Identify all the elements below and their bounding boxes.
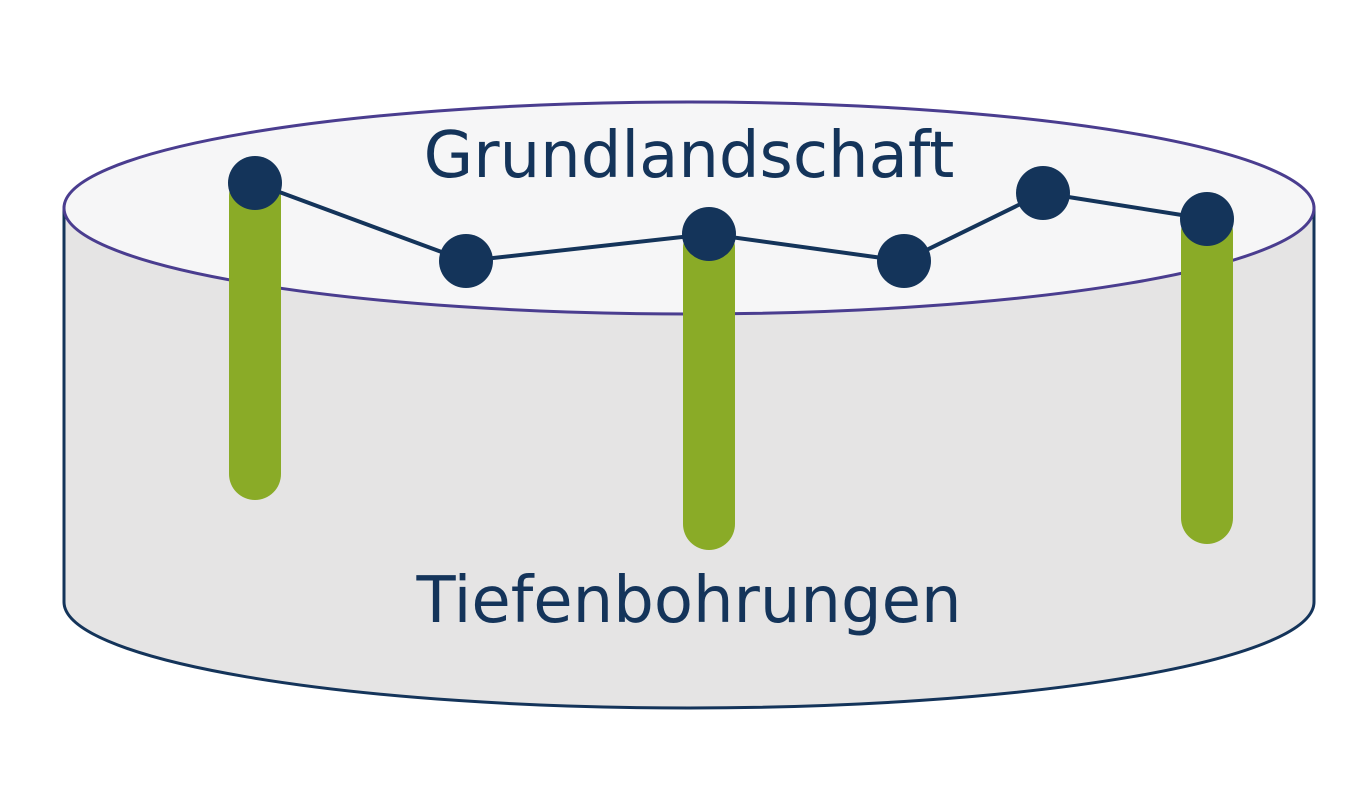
- monitoring-network-line: [254, 181, 1208, 264]
- node-3: [682, 207, 736, 261]
- node-6: [1180, 192, 1234, 246]
- label-grundlandschaft: Grundlandschaft: [424, 119, 955, 193]
- node-4: [877, 234, 931, 288]
- node-2: [439, 234, 493, 288]
- label-tiefenbohrungen: Tiefenbohrungen: [415, 564, 961, 638]
- node-5: [1016, 166, 1070, 220]
- node-1: [228, 156, 282, 210]
